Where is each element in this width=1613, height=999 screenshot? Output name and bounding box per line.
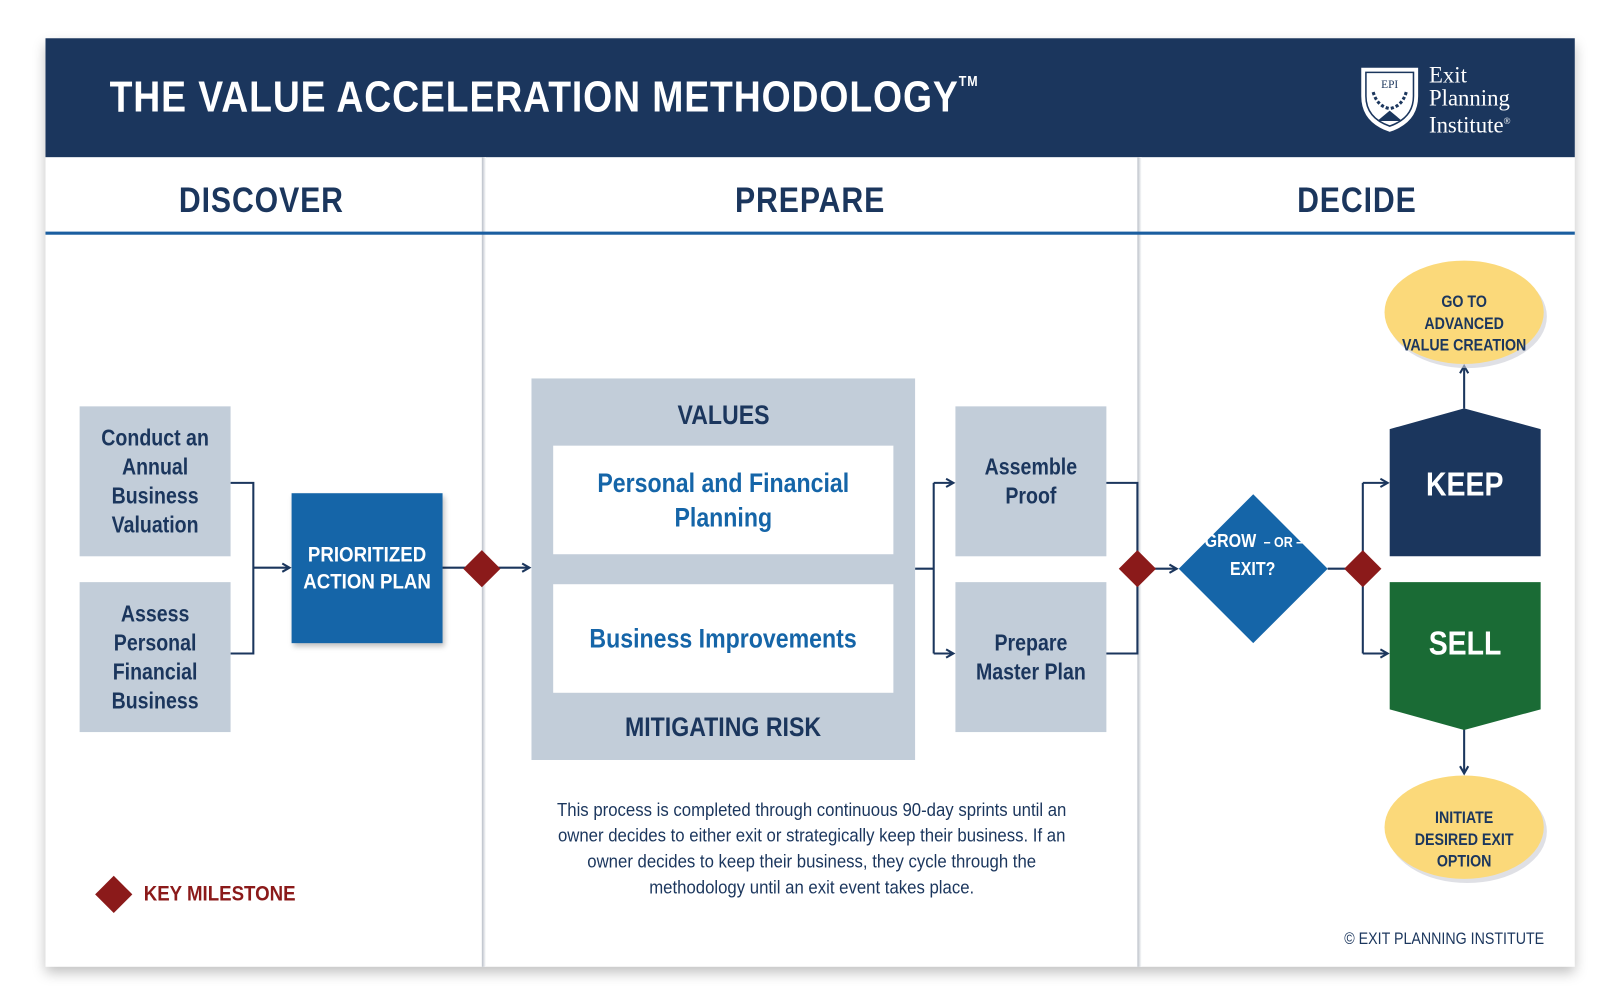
column-header-decide: DECIDE (1296, 180, 1417, 221)
process-description: This process is completed through contin… (557, 799, 1067, 898)
page-title: THE VALUE ACCELERATION METHODOLOGYTM (109, 72, 979, 121)
advanced-value-creation-label: GO TO ADVANCED VALUE CREATION (1401, 293, 1527, 355)
column-header-prepare: PREPARE (734, 180, 885, 221)
keep-label: KEEP (1426, 465, 1504, 503)
mitigating-risk-label: MITIGATING RISK (625, 711, 822, 743)
prepare-master-plan-box: Prepare Master Plan (955, 582, 1107, 733)
milestone-diamond-icon (1344, 550, 1382, 588)
advanced-value-ellipse (1384, 260, 1544, 364)
values-container (531, 378, 916, 760)
column-header-discover: DISCOVER (179, 180, 345, 221)
header-underline (45, 231, 1575, 235)
keep-shape (1389, 408, 1541, 557)
values-label: VALUES (677, 399, 770, 431)
sell-label: SELL (1428, 624, 1502, 662)
epi-shield-logo-icon: EPI (1361, 67, 1419, 132)
assess-personal-box: Assess Personal Financial Business (79, 582, 231, 733)
initiate-exit-ellipse (1384, 775, 1544, 879)
assemble-proof-box: Assemble Proof (955, 406, 1107, 557)
milestone-diamond-icon (1118, 550, 1157, 588)
grow-or-exit-diamond (1178, 494, 1328, 644)
legend-diamond-icon (95, 875, 133, 914)
svg-text:EPI: EPI (1381, 79, 1398, 91)
personal-financial-planning-box: Personal and Financial Planning (553, 445, 894, 555)
business-improvements-box: Business Improvements (553, 584, 894, 693)
grow-or-exit-label: GROW– OR –EXIT? (1204, 530, 1303, 580)
copyright: © EXIT PLANNING INSTITUTE (1344, 930, 1545, 949)
prioritized-action-plan-box: PRIORITIZED ACTION PLAN (291, 493, 443, 644)
sell-shape (1389, 582, 1541, 731)
connector (915, 482, 935, 654)
connector (230, 481, 255, 655)
header-bar (45, 38, 1575, 158)
initiate-exit-label: INITIATE DESIRED EXIT OPTION (1414, 809, 1514, 871)
milestone-diamond-icon (463, 550, 501, 588)
legend-key-milestone: KEY MILESTONE (143, 882, 296, 906)
conduct-valuation-box: Conduct an Annual Business Valuation (79, 406, 231, 557)
